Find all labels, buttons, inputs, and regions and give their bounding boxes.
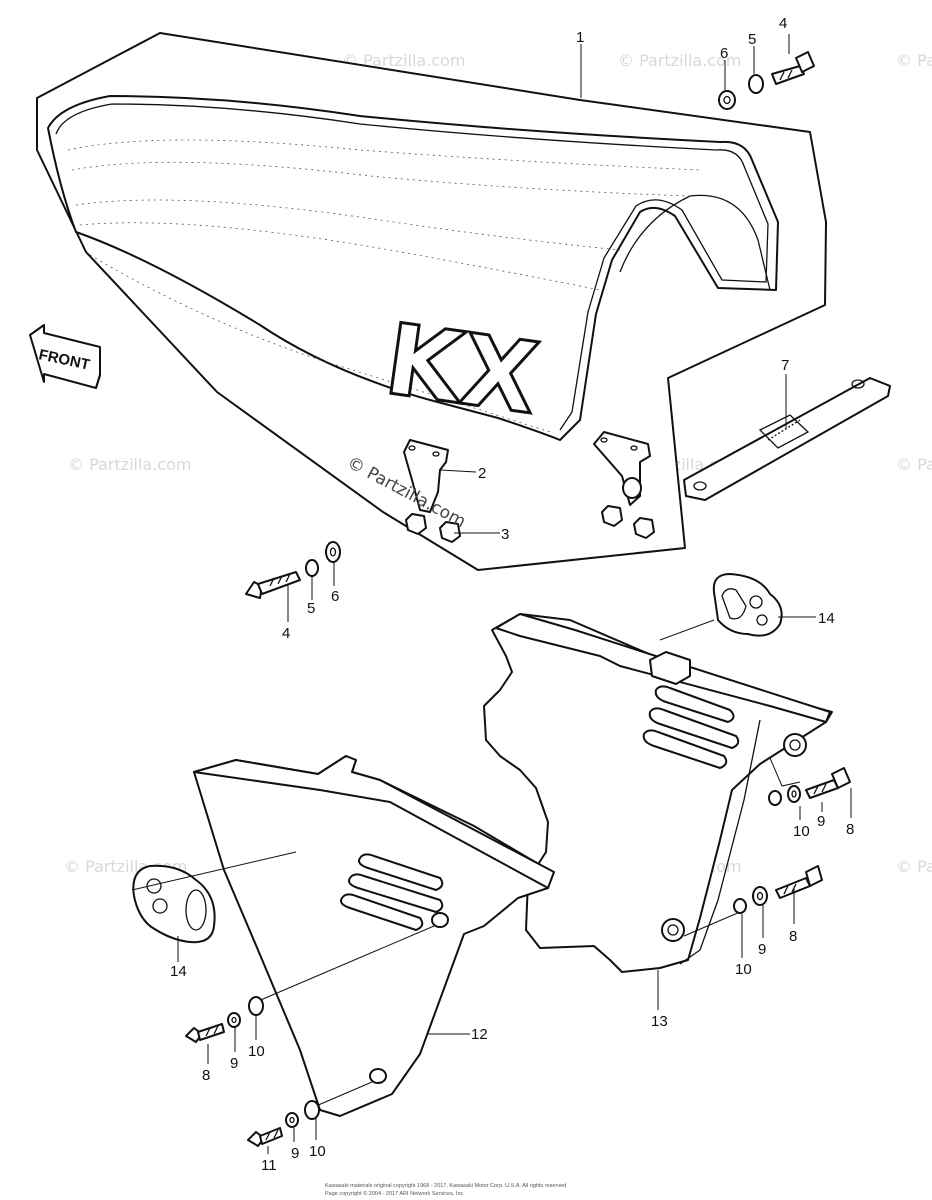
copyright-line-2: Page copyright © 2004 - 2017 ARI Network… bbox=[325, 1190, 465, 1197]
part-label-10: 10 bbox=[248, 1043, 265, 1060]
part-label-10: 10 bbox=[735, 961, 752, 978]
hardware-left-lower bbox=[247, 1100, 320, 1147]
side-cover-right bbox=[483, 613, 833, 973]
part-label-6: 6 bbox=[331, 588, 339, 605]
seat: KX bbox=[36, 32, 827, 571]
part-label-9: 9 bbox=[817, 813, 825, 830]
part-label-4: 4 bbox=[779, 15, 787, 32]
copyright-footer: Kawasaki materials original copyright 19… bbox=[325, 1183, 566, 1197]
part-label-11: 11 bbox=[261, 1157, 277, 1174]
seat-bolt-right bbox=[718, 51, 815, 110]
part-label-9: 9 bbox=[758, 941, 766, 958]
watermark: © Partzilla.com bbox=[342, 51, 465, 70]
watermark: © Partzilla.com bbox=[618, 51, 741, 70]
part-label-1: 1 bbox=[576, 29, 584, 46]
part-labels: 1 2 3 4 5 6 4 5 6 7 8 9 10 8 9 10 8 9 10… bbox=[170, 15, 854, 1174]
leader-lines bbox=[131, 34, 852, 1154]
number-plate-right bbox=[712, 573, 783, 637]
part-label-8: 8 bbox=[846, 821, 854, 838]
watermark: © Partzilla.com bbox=[896, 857, 932, 876]
part-label-5: 5 bbox=[748, 31, 756, 48]
watermark: © Partzilla.com bbox=[896, 455, 932, 474]
part-label-14: 14 bbox=[818, 610, 835, 627]
part-label-9: 9 bbox=[230, 1055, 238, 1072]
seat-nuts bbox=[405, 505, 655, 543]
part-label-6: 6 bbox=[720, 45, 728, 62]
part-label-5: 5 bbox=[307, 600, 315, 617]
hardware-right-upper bbox=[768, 767, 851, 806]
part-label-8: 8 bbox=[789, 928, 797, 945]
seat-logo: KX bbox=[379, 303, 545, 437]
seat-bracket-right bbox=[593, 431, 651, 506]
part-label-9: 9 bbox=[291, 1145, 299, 1162]
hardware-right-lower bbox=[733, 865, 823, 914]
front-arrow: FRONT bbox=[29, 324, 101, 389]
seat-bracket-left bbox=[403, 439, 449, 513]
side-cover-left bbox=[193, 755, 555, 1117]
part-label-10: 10 bbox=[793, 823, 810, 840]
watermark: © Partzilla.com bbox=[896, 51, 932, 70]
part-label-12: 12 bbox=[471, 1026, 488, 1043]
part-label-13: 13 bbox=[651, 1013, 668, 1030]
part-label-2: 2 bbox=[478, 465, 486, 482]
watermark: © Partzilla.com bbox=[68, 455, 191, 474]
part-label-3: 3 bbox=[501, 526, 509, 543]
hardware-left-upper bbox=[185, 996, 264, 1043]
part-label-8: 8 bbox=[202, 1067, 210, 1084]
seat-strap bbox=[683, 377, 891, 501]
part-label-4: 4 bbox=[282, 625, 290, 642]
part-label-14: 14 bbox=[170, 963, 187, 980]
number-plate-left bbox=[132, 864, 216, 944]
part-label-7: 7 bbox=[781, 357, 789, 374]
part-label-10: 10 bbox=[309, 1143, 326, 1160]
seat-bolt-left bbox=[245, 541, 341, 599]
copyright-line-1: Kawasaki materials original copyright 19… bbox=[325, 1183, 566, 1189]
